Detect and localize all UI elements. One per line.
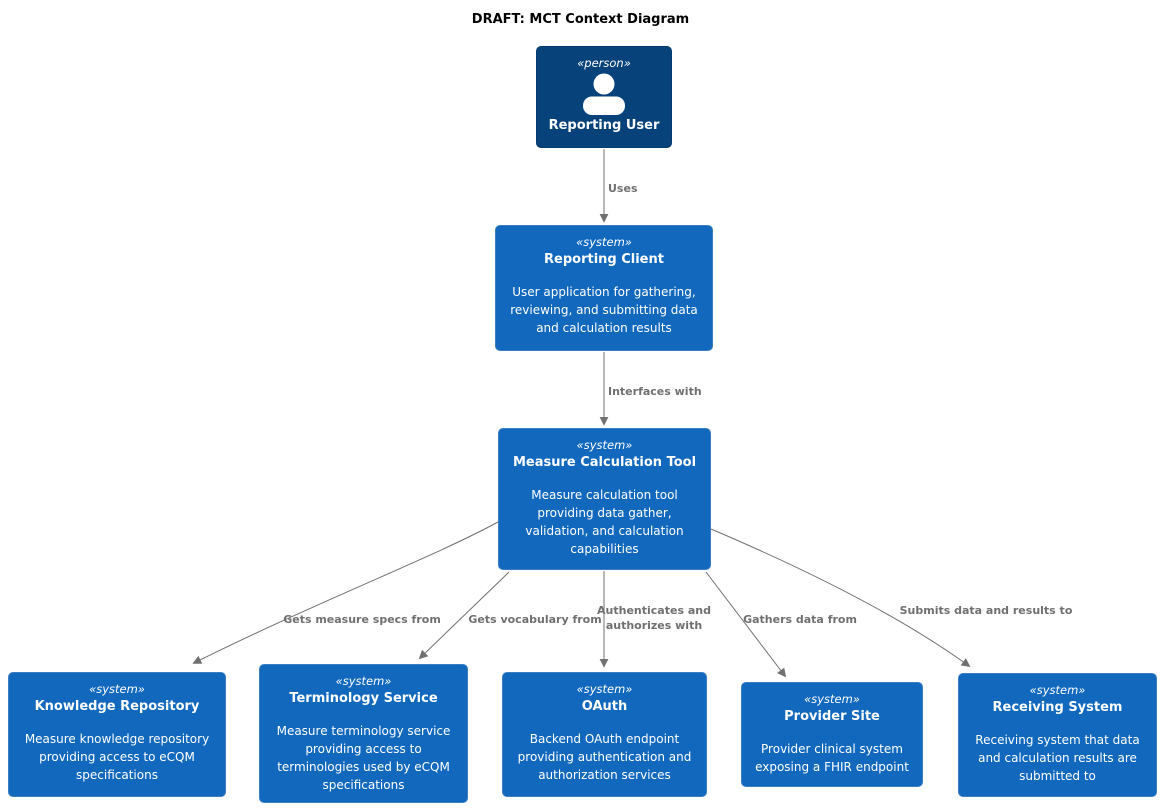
node-name: Provider Site [784,709,880,724]
edge-label-gets-vocabulary: Gets vocabulary from [468,613,602,626]
edge-label-authenticates: Authenticates and authorizes with [597,604,711,632]
node-reporting-user: «person» Reporting User [536,46,672,148]
stereotype-label: «system» [804,692,860,706]
person-icon [583,73,625,115]
diagram-title: DRAFT: MCT Context Diagram [471,12,690,27]
node-name: Knowledge Repository [34,699,200,714]
stereotype-label: «system» [576,438,633,452]
node-oauth: «system» OAuth Backend OAuth endpoint pr… [502,672,707,797]
node-receiving-system: «system» Receiving System Receiving syst… [958,673,1157,797]
node-terminology-service: «system» Terminology Service Measure ter… [259,664,468,803]
node-name: Measure Calculation Tool [512,455,697,470]
edge-mct-to-knowledge-repository [192,521,499,664]
edge-label-gathers-data: Gathers data from [743,613,857,626]
edge-label-uses: Uses [608,182,638,195]
node-name: Reporting User [548,118,660,133]
stereotype-label: «system» [576,682,633,696]
edge-label-submits-data: Submits data and results to [899,604,1073,617]
edge-mct-to-receiving-system [710,528,971,668]
node-knowledge-repository: «system» Knowledge Repository Measure kn… [8,672,226,797]
node-description: Receiving system that data and calculati… [975,733,1140,783]
edge-label-gets-measure-specs: Gets measure specs from [283,613,441,626]
node-provider-site: «system» Provider Site Provider clinical… [741,682,923,787]
edge-mct-to-provider-site [705,571,787,678]
node-description: Measure knowledge repository providing a… [24,732,210,782]
node-description: Measure terminology service providing ac… [276,724,451,792]
stereotype-label: «system» [89,682,145,696]
node-name: Receiving System [992,700,1123,715]
stereotype-label: «system» [1029,683,1086,697]
stereotype-label: «system» [576,235,632,249]
node-reporting-client: «system» Reporting Client User applicati… [495,225,713,351]
node-name: OAuth [581,699,628,714]
edge-label-interfaces-with: Interfaces with [608,385,702,398]
edge-mct-to-terminology-service [418,571,510,660]
stereotype-label: «person» [577,56,631,70]
node-name: Terminology Service [289,691,438,706]
node-name: Reporting Client [544,252,664,267]
stereotype-label: «system» [335,674,392,688]
node-description: Backend OAuth endpoint providing authent… [517,732,692,782]
node-measure-calculation-tool: «system» Measure Calculation Tool Measur… [498,428,711,570]
node-description: Provider clinical system exposing a FHIR… [755,742,909,774]
node-description: Measure calculation tool providing data … [525,488,684,556]
node-description: User application for gathering, reviewin… [510,285,698,335]
